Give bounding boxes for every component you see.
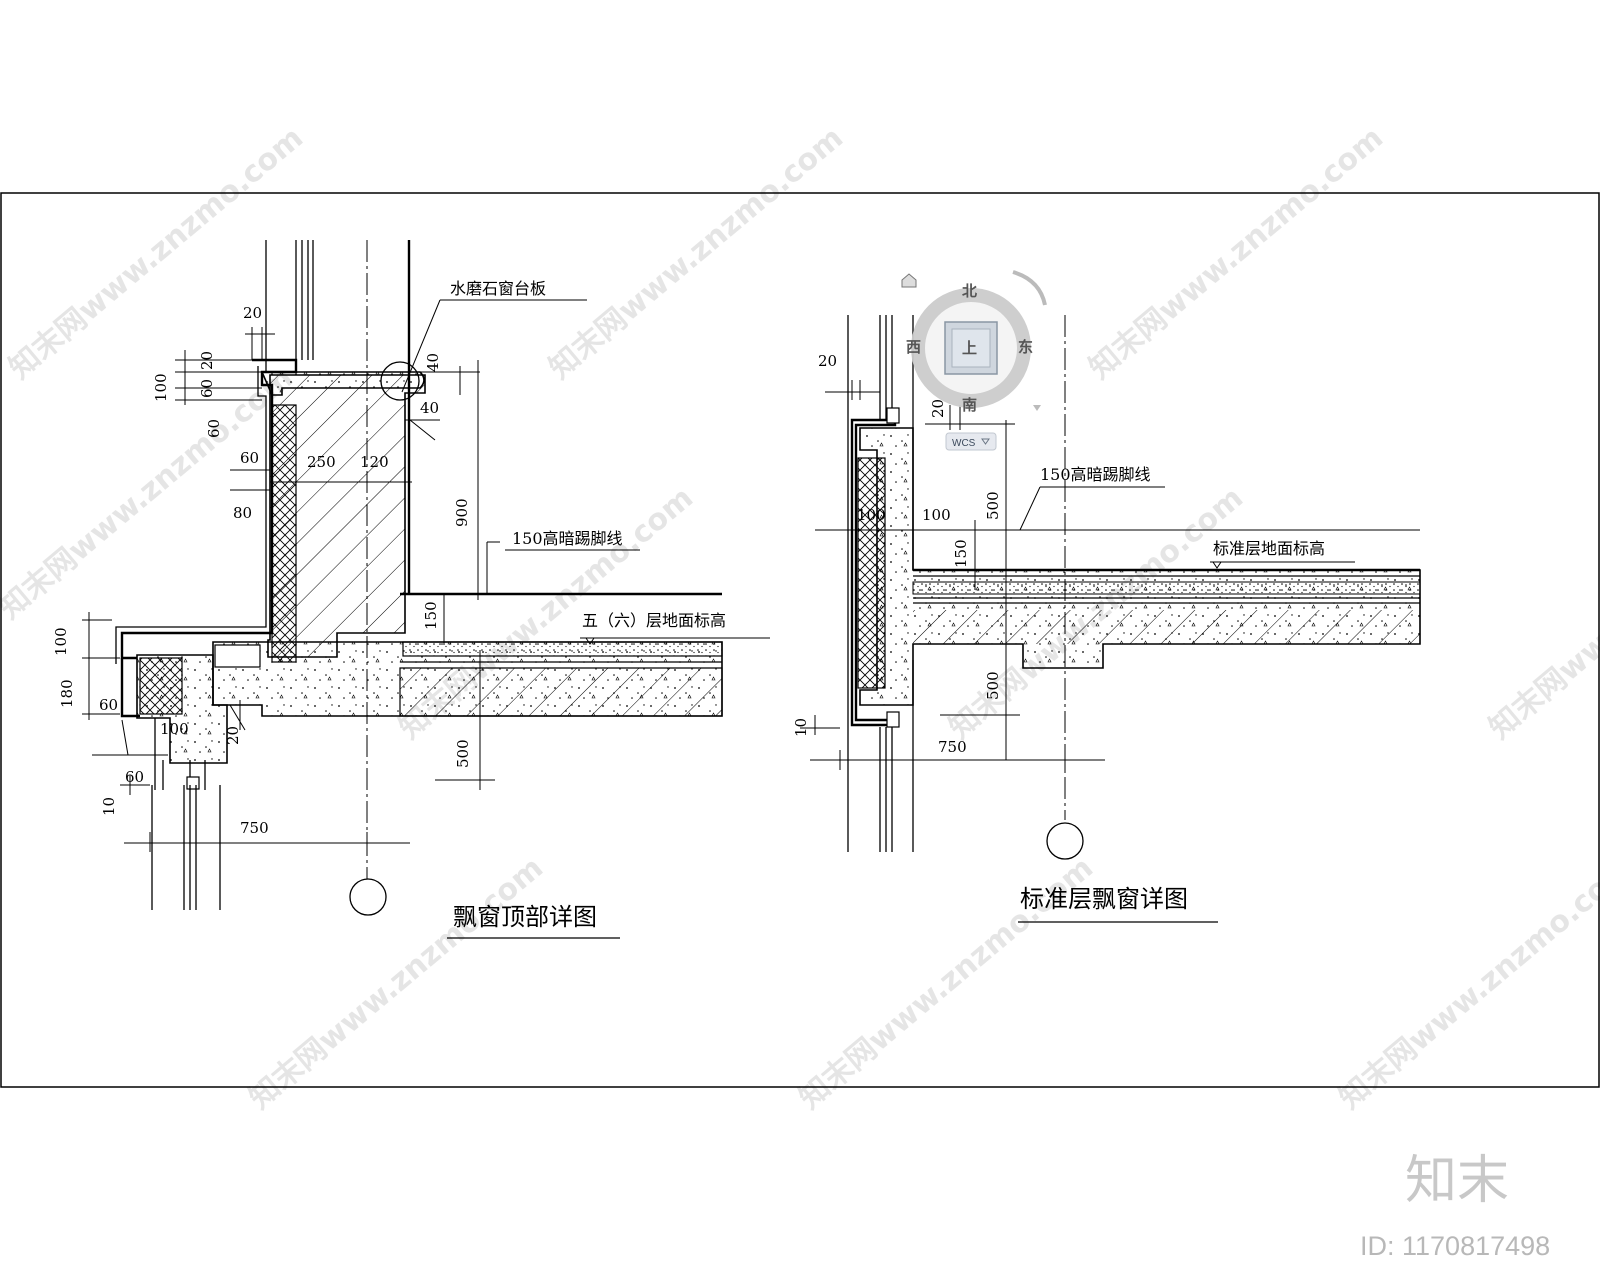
wcs-label: WCS xyxy=(952,438,976,449)
watermark-text: 知末网www.znzmo.com xyxy=(1083,120,1390,386)
dim-label: 20 xyxy=(224,726,242,745)
cube-face-label: 上 xyxy=(962,339,977,357)
dim-label: 100 xyxy=(52,627,70,656)
left-dimension-lines xyxy=(82,299,770,852)
dim-label: 10 xyxy=(100,797,118,816)
watermark-text: 知末网www.znzmo.com xyxy=(243,850,550,1116)
dim-label: 500 xyxy=(454,739,472,768)
axis-bubble xyxy=(349,878,387,916)
dim-label: 20 xyxy=(198,351,216,370)
image-id: ID: 1170817498 xyxy=(1360,1231,1550,1261)
compass-west[interactable]: 西 xyxy=(906,338,921,356)
dim-label: 60 xyxy=(205,419,223,438)
watermark-text: 知末网www.znzmo.com xyxy=(1483,480,1600,746)
dim-label: 60 xyxy=(99,696,118,714)
dim-label: 500 xyxy=(984,491,1002,520)
dim-label: 20 xyxy=(929,399,947,418)
dim-label: 10 xyxy=(792,718,810,737)
watermark-text: 知末网www.znzmo.com xyxy=(3,120,310,386)
detail-title: 飘窗顶部详图 xyxy=(453,903,597,931)
dim-label: 100 xyxy=(922,506,951,524)
detail-title: 标准层飘窗详图 xyxy=(1020,885,1188,913)
note-floor-level: 标准层地面标高 xyxy=(1213,539,1325,558)
axis-bubble xyxy=(1046,822,1084,860)
compass-north[interactable]: 北 xyxy=(962,282,977,300)
wcs-button[interactable] xyxy=(945,432,997,451)
watermark-text: 知末网www.znzmo.com xyxy=(1333,850,1600,1116)
dim-label: 100 xyxy=(857,506,886,524)
viewcube[interactable]: 上 北 南 东 西 WCS xyxy=(901,270,1047,451)
right-detail: 20 20 500 100 100 150 500 10 750 150高暗踢脚… xyxy=(792,315,1421,923)
dim-label: 750 xyxy=(240,819,269,837)
dim-label: 900 xyxy=(453,498,471,527)
dim-label: 40 xyxy=(424,353,442,372)
dim-label: 100 xyxy=(152,373,170,402)
compass-south[interactable]: 南 xyxy=(962,396,977,414)
dim-label: 250 xyxy=(307,453,336,471)
note-sill-board: 水磨石窗台板 xyxy=(450,279,546,298)
dim-label: 40 xyxy=(420,399,439,417)
note-skirting: 150高暗踢脚线 xyxy=(512,529,623,548)
drawing-frame xyxy=(0,192,1600,1088)
rotate-arrow-icon[interactable] xyxy=(1012,270,1047,306)
chevron-down-icon[interactable] xyxy=(1033,405,1041,411)
dim-label: 180 xyxy=(58,679,76,708)
dim-label: 60 xyxy=(240,449,259,467)
note-floor-level: 五（六）层地面标高 xyxy=(582,611,726,630)
dim-label: 750 xyxy=(938,738,967,756)
right-dimension-lines xyxy=(800,380,1420,770)
chevron-down-icon xyxy=(981,438,990,445)
watermark-text: 知末网www.znzmo.com xyxy=(543,120,850,386)
dim-label: 150 xyxy=(422,601,440,630)
compass-east[interactable]: 东 xyxy=(1018,338,1033,356)
brand-logo-text: 知末 xyxy=(1405,1152,1509,1210)
dim-label: 100 xyxy=(160,720,189,738)
dim-label: 80 xyxy=(233,504,252,522)
left-detail: 20 100 20 60 60 40 40 60 80 250 120 900 … xyxy=(52,240,770,939)
dim-label: 20 xyxy=(818,352,837,370)
dim-label: 60 xyxy=(198,379,216,398)
dim-label: 150 xyxy=(952,539,970,568)
dim-label: 500 xyxy=(984,671,1002,700)
home-icon[interactable] xyxy=(901,273,917,288)
note-skirting: 150高暗踢脚线 xyxy=(1040,465,1151,484)
dim-label: 20 xyxy=(243,304,262,322)
dim-label: 60 xyxy=(125,768,144,786)
dim-label: 120 xyxy=(360,453,389,471)
